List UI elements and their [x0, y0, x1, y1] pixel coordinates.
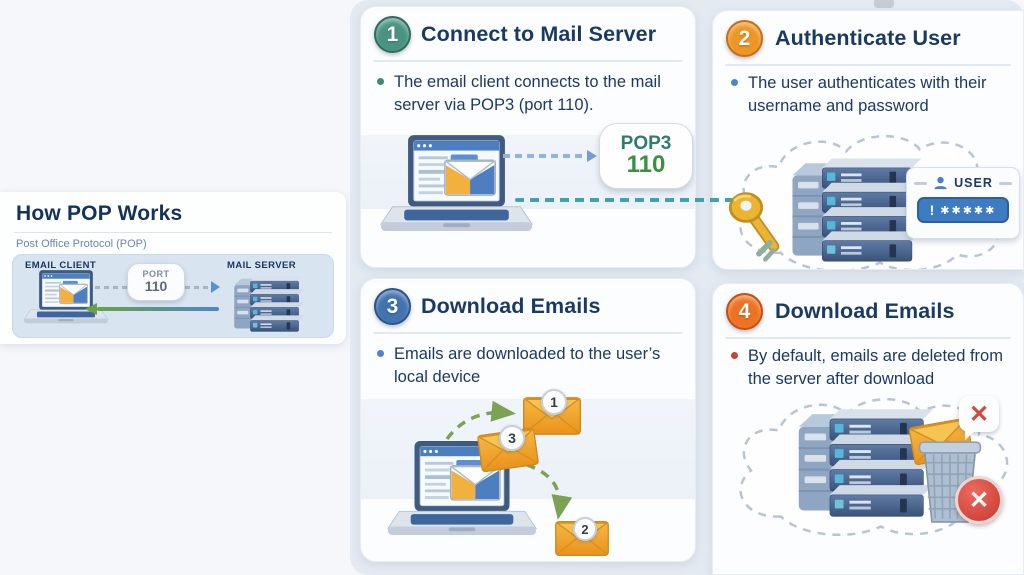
- delete-x-bubble-icon: ✕: [959, 396, 999, 440]
- step-1-number-badge: 1: [374, 16, 411, 53]
- step-4-card: 4 Download Emails By default, emails are…: [712, 283, 1024, 575]
- connect-arrowhead-icon: [587, 150, 597, 162]
- step-2-number-badge: 2: [726, 20, 763, 57]
- intro-divider: [14, 232, 332, 233]
- response-arrow-line: [97, 307, 219, 311]
- bullet-dot-icon: [377, 350, 384, 357]
- step-3-title: Download Emails: [421, 294, 601, 318]
- pop3-port-value: 110: [626, 151, 666, 179]
- step-4-header: 4 Download Emails: [713, 284, 1023, 338]
- header-divider: [373, 60, 683, 62]
- email-client-label: EMAIL CLIENT: [25, 260, 97, 271]
- decor-dash: [998, 181, 1012, 185]
- step-2-title: Authenticate User: [775, 26, 961, 50]
- port-label: PORT: [142, 268, 170, 279]
- password-field: ! ✱✱✱✱✱: [917, 197, 1009, 223]
- server-stack-icon: [785, 137, 925, 265]
- intro-diagram-panel: EMAIL CLIENT MAIL SERVER PORT 110: [12, 254, 334, 338]
- bullet-dot-icon: [731, 352, 738, 359]
- key-icon: [725, 189, 791, 263]
- step-4-title: Download Emails: [775, 299, 955, 323]
- header-divider: [725, 337, 1011, 339]
- step-3-bullet: Emails are downloaded to the user’s loca…: [377, 343, 664, 389]
- step-2-header: 2 Authenticate User: [713, 11, 1023, 65]
- intro-card: How POP Works Post Office Protocol (POP)…: [0, 192, 346, 344]
- user-credentials-card: USER ! ✱✱✱✱✱: [906, 167, 1020, 239]
- step-1-card: 1 Connect to Mail Server The email clien…: [360, 6, 696, 268]
- pop3-session-dashed-line: [515, 198, 737, 202]
- download-arrows: [445, 400, 573, 520]
- top-decoration: [874, 0, 894, 8]
- decor-dash: [914, 181, 928, 185]
- user-label: USER: [954, 176, 993, 190]
- request-arrowhead-icon: [211, 281, 220, 293]
- server-stack-icon: [221, 265, 315, 333]
- step-4-bullet: By default, emails are deleted from the …: [731, 345, 1014, 391]
- delete-x-circle-icon: ✕: [955, 476, 1003, 524]
- port-value: 110: [144, 278, 168, 295]
- user-row: USER: [907, 176, 1019, 190]
- step-2-card: 2 Authenticate User The user authenticat…: [712, 10, 1024, 270]
- response-arrowhead-icon: [85, 303, 97, 315]
- steps-panel: 1 Connect to Mail Server The email clien…: [350, 0, 1024, 575]
- step-1-bullet-text: The email client connects to the mail se…: [394, 73, 661, 114]
- envelope-1-badge: 1: [541, 389, 567, 415]
- user-icon: [934, 176, 947, 190]
- step-3-bullet-text: Emails are downloaded to the user’s loca…: [394, 345, 661, 386]
- bullet-dot-icon: [377, 78, 384, 85]
- connect-dashed-line: [503, 154, 587, 158]
- step-3-card: 3 Download Emails Emails are downloaded …: [360, 278, 696, 562]
- page-title: How POP Works: [16, 202, 183, 225]
- step-2-bullet: The user authenticates with their userna…: [731, 72, 998, 118]
- pop3-label: POP3: [620, 133, 672, 155]
- mail-server-label: MAIL SERVER: [227, 260, 296, 271]
- envelope-2-badge: 2: [573, 517, 597, 541]
- pop3-port-pill: POP3 110: [599, 123, 693, 189]
- step-4-number-badge: 4: [726, 293, 763, 330]
- bullet-dot-icon: [731, 79, 738, 86]
- step-4-bullet-text: By default, emails are deleted from the …: [748, 347, 1003, 388]
- exclamation-mark: !: [929, 202, 935, 218]
- laptop-icon: [379, 133, 534, 234]
- header-divider: [373, 332, 683, 334]
- port-110-pill: PORT 110: [127, 263, 185, 301]
- step-1-header: 1 Connect to Mail Server: [361, 7, 695, 61]
- x-mark: ✕: [968, 400, 990, 428]
- step-3-header: 3 Download Emails: [361, 279, 695, 333]
- laptop-icon: [23, 269, 109, 325]
- step-2-bullet-text: The user authenticates with their userna…: [748, 74, 987, 115]
- step-1-title: Connect to Mail Server: [421, 22, 657, 46]
- page-subtitle: Post Office Protocol (POP): [16, 238, 147, 250]
- x-mark: ✕: [968, 486, 990, 514]
- step-1-bullet: The email client connects to the mail se…: [377, 71, 690, 117]
- envelope-3-badge: 3: [499, 425, 525, 451]
- header-divider: [725, 64, 1011, 66]
- password-mask: ✱✱✱✱✱: [940, 204, 997, 217]
- step-3-number-badge: 3: [374, 288, 411, 325]
